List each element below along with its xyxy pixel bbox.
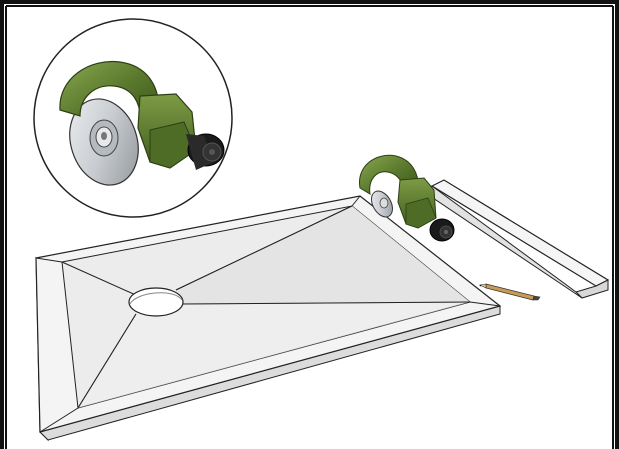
shower-tray [35, 195, 502, 442]
zoom-inset-circle [33, 18, 233, 218]
angle-grinder-closeup [59, 60, 225, 186]
angle-grinder [359, 154, 455, 242]
straight-edge-guide [429, 179, 610, 299]
drain-hole [128, 287, 184, 317]
pencil [479, 283, 541, 301]
